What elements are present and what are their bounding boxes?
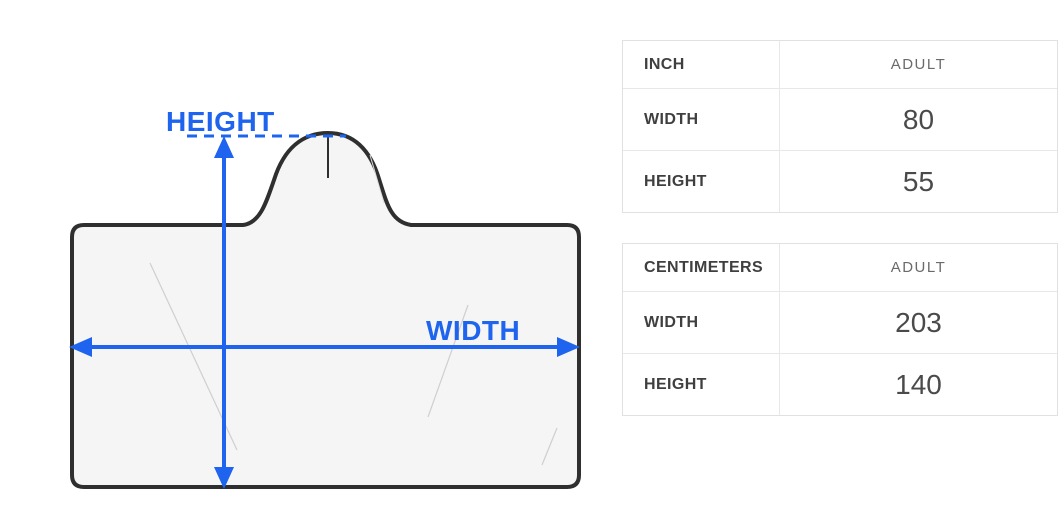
size-header-cell: ADULT: [779, 41, 1057, 88]
crease-line: [369, 154, 385, 204]
hooded-blanket-outline: [70, 131, 581, 489]
height-label: HEIGHT: [166, 106, 275, 137]
dimension-label: WIDTH: [623, 291, 779, 353]
arrowhead-up-icon: [214, 136, 234, 158]
crease-line: [541, 427, 558, 466]
dimension-value: 80: [779, 88, 1057, 150]
arrowhead-right-icon: [557, 337, 580, 357]
size-diagram-panel: HEIGHT WIDTH: [69, 106, 581, 489]
inch-size-table: INCH ADULT WIDTH 80 HEIGHT 55: [622, 40, 1058, 213]
dimension-value: 55: [779, 150, 1057, 212]
arrowhead-down-icon: [214, 467, 234, 489]
dimension-label: WIDTH: [623, 88, 779, 150]
dimension-value: 140: [779, 353, 1057, 415]
centimeters-size-table: CENTIMETERS ADULT WIDTH 203 HEIGHT 140: [622, 243, 1058, 416]
size-diagram: HEIGHT WIDTH: [69, 106, 581, 489]
dimension-label: HEIGHT: [623, 150, 779, 212]
height-arrow: [214, 136, 234, 489]
size-header-cell: ADULT: [779, 244, 1057, 291]
width-arrow: [69, 337, 580, 357]
crease-line: [427, 304, 469, 418]
arrowhead-left-icon: [69, 337, 92, 357]
unit-header-cell: CENTIMETERS: [644, 258, 764, 276]
dimension-label: HEIGHT: [623, 353, 779, 415]
dimension-value: 203: [779, 291, 1057, 353]
unit-header-cell: INCH: [644, 55, 685, 73]
width-label: WIDTH: [426, 315, 520, 346]
